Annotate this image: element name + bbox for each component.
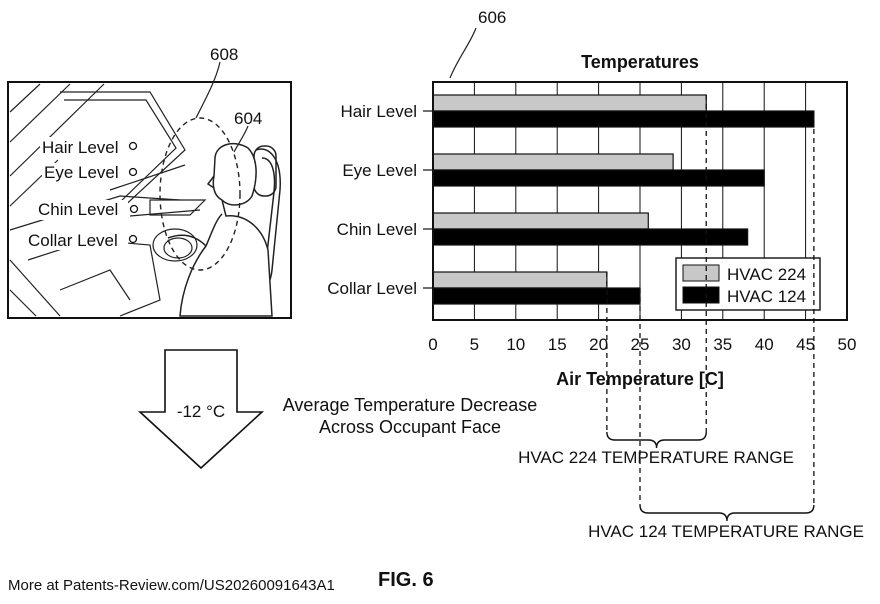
cabin-illustration: 608 604 Hair Level Eye Level Chin Level … (7, 45, 292, 319)
range-braces (606, 431, 815, 522)
x-tick-label: 30 (672, 335, 691, 354)
hvac124-range-brace (639, 504, 815, 522)
x-tick-label: 10 (506, 335, 525, 354)
category-label: Collar Level (327, 279, 417, 298)
figure-label: FIG. 6 (378, 569, 434, 591)
collar-label-bg (26, 230, 128, 250)
legend-swatch-hvac124 (682, 286, 720, 304)
temperature-chart: 606 Temperatures Air Temperature [C] Hai… (327, 8, 864, 541)
arrow-value: -12 °C (177, 402, 225, 421)
probe-eye (128, 167, 138, 177)
down-arrow-icon (137, 349, 265, 470)
category-label: Eye Level (342, 161, 417, 180)
bar-hvac124 (432, 287, 641, 305)
x-tick-label: 35 (713, 335, 732, 354)
hvac224-range-label: HVAC 224 TEMPERATURE RANGE (518, 448, 794, 467)
source-footer: More at Patents-Review.com/US20260091643… (8, 577, 335, 594)
ref-604: 604 (234, 109, 262, 128)
x-tick-label: 45 (796, 335, 815, 354)
arrow-caption-1: Average Temperature Decrease (283, 395, 537, 415)
face-region-outline (159, 117, 241, 271)
category-label: Chin Level (337, 220, 417, 239)
eye-label-bg (42, 163, 128, 183)
leader-606 (449, 27, 477, 79)
cabin-label-chin: Chin Level (38, 200, 118, 219)
cabin-label-hair: Hair Level (42, 138, 119, 157)
bar-hvac124 (432, 228, 749, 246)
x-tick-label: 15 (548, 335, 567, 354)
temperature-decrease-arrow: -12 °C Average Temperature Decrease Acro… (137, 349, 537, 470)
legend-label-hvac124: HVAC 124 (727, 287, 806, 306)
legend-label-hvac224: HVAC 224 (727, 265, 806, 284)
chin-label-bg (36, 200, 128, 220)
leader-604 (233, 125, 249, 153)
x-tick-label: 5 (470, 335, 479, 354)
chart-legend: HVAC 224 HVAC 124 (675, 257, 821, 311)
probe-hair (128, 141, 138, 151)
bar-hvac224 (432, 153, 674, 171)
cabin-label-eye: Eye Level (44, 163, 119, 182)
bar-hvac224 (432, 94, 707, 112)
bar-hvac224 (432, 271, 608, 289)
ref-608: 608 (210, 45, 238, 64)
hvac224-range-brace (606, 431, 707, 449)
x-tick-label: 0 (428, 335, 437, 354)
x-tick-label: 50 (838, 335, 857, 354)
probe-chin (129, 204, 139, 214)
range-projections (606, 95, 815, 505)
hvac124-range-label: HVAC 124 TEMPERATURE RANGE (588, 522, 864, 541)
bar-hvac124 (432, 169, 765, 187)
probe-collar (128, 234, 138, 244)
arrow-caption-2: Across Occupant Face (319, 417, 501, 437)
legend-swatch-hvac224 (682, 264, 720, 282)
ref-606: 606 (478, 8, 506, 27)
hair-label-bg (40, 137, 128, 157)
chart-bars (432, 94, 815, 305)
chart-title: Temperatures (581, 52, 699, 72)
occupant-figure (167, 142, 273, 317)
category-label: Hair Level (340, 102, 417, 121)
x-tick-label: 40 (755, 335, 774, 354)
x-tick-label: 20 (589, 335, 608, 354)
bar-hvac224 (432, 212, 649, 230)
leader-608 (195, 61, 221, 119)
cabin-label-collar: Collar Level (28, 231, 118, 250)
cabin-level-labels: Hair Level Eye Level Chin Level Collar L… (26, 137, 139, 250)
bar-hvac124 (432, 110, 815, 128)
